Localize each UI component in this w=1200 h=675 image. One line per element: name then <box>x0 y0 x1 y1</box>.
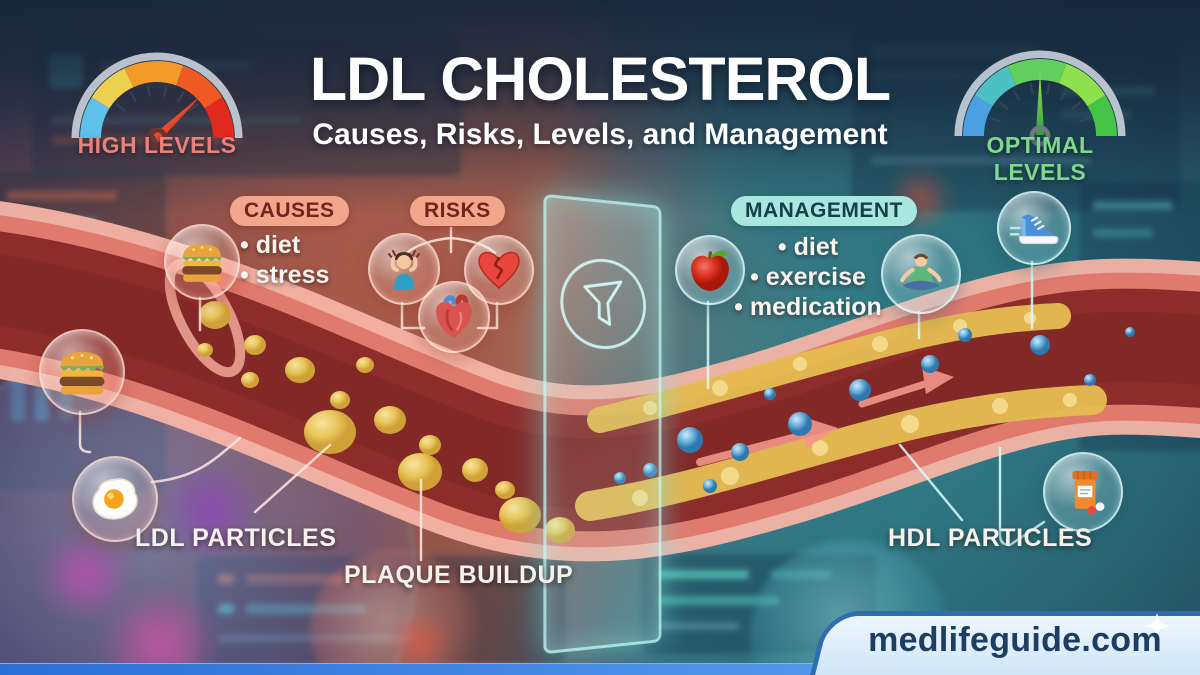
plaque-buildup-label: PLAQUE BUILDUP <box>344 561 574 589</box>
burger-icon <box>182 244 222 282</box>
optimal-levels-label: OPTIMAL LEVELS <box>986 132 1094 185</box>
pill-bottle-icon <box>1072 471 1105 515</box>
running-shoe-bubble <box>997 191 1071 265</box>
meditation-icon <box>900 253 942 291</box>
stressed-person-icon <box>388 250 420 290</box>
list-item: • stress <box>240 261 330 289</box>
ldl-particles-label: LDL PARTICLES <box>135 524 337 552</box>
page-title: LDL CHOLESTEROL <box>309 45 891 113</box>
fried-egg-icon <box>92 478 138 520</box>
apple-icon <box>691 250 729 291</box>
high-levels-gauge <box>71 52 243 149</box>
high-levels-label: HIGH LEVELS <box>77 132 237 158</box>
list-item: • diet <box>240 231 301 259</box>
broken-heart-icon <box>478 251 520 289</box>
meditation-bubble <box>881 234 961 314</box>
fried-egg-bubble <box>72 456 158 542</box>
causes-badge: CAUSES <box>230 196 349 226</box>
running-shoe-icon <box>1009 214 1059 245</box>
pill-bottle-bubble <box>1043 452 1123 532</box>
management-list: • diet • exercise • medication <box>722 232 894 322</box>
gauge-needle <box>1035 71 1045 136</box>
list-item: • medication <box>734 293 882 321</box>
hdl-particles-label: HDL PARTICLES <box>888 524 1093 552</box>
page-subtitle: Causes, Risks, Levels, and Management <box>312 118 888 151</box>
burger-bubble <box>164 224 240 300</box>
plaque-texture <box>632 312 1077 506</box>
risks-badge: RISKS <box>410 196 505 226</box>
ldl-plaque-blobs <box>197 301 575 543</box>
list-item: • exercise <box>750 263 866 291</box>
broken-heart-bubble <box>464 235 534 305</box>
causes-list: • diet • stress <box>240 230 329 290</box>
burger-bubble <box>39 329 125 415</box>
burger-icon <box>59 351 105 395</box>
sparkle-icon <box>1144 613 1170 639</box>
anatomical-heart-icon <box>436 294 472 338</box>
anatomical-heart-bubble <box>418 281 490 353</box>
list-item: • diet <box>777 233 839 261</box>
watermark-link[interactable]: medlifeguide.com <box>868 621 1162 659</box>
hdl-particles <box>614 327 1135 493</box>
gauge-needle <box>153 94 203 143</box>
apple-bubble <box>675 235 745 305</box>
watermark-ribbon: medlifeguide.com <box>810 611 1200 675</box>
management-badge: MANAGEMENT <box>731 196 917 226</box>
optimal-levels-gauge <box>954 50 1126 147</box>
